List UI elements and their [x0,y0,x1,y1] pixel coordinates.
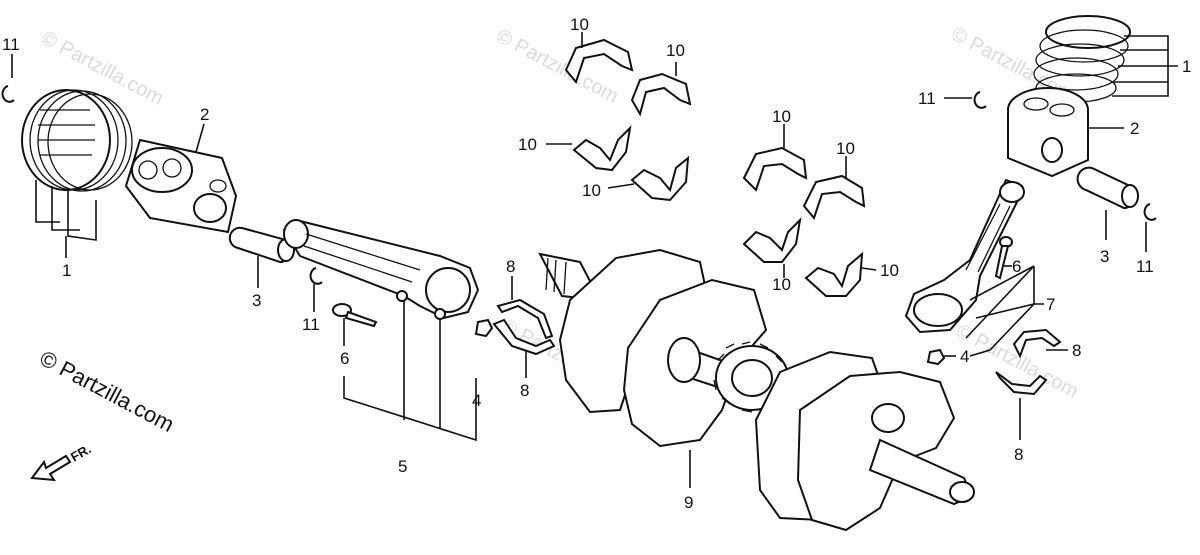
callout-6-right: 6 [1012,257,1021,276]
callout-8-b: 8 [520,381,529,400]
circlip-right-top [973,91,987,109]
callout-3-left: 3 [252,291,261,310]
watermark-main: © Partzilla.com [36,345,179,437]
callout-1-right: 1 [1182,57,1191,76]
rod-nut-right [926,348,946,366]
watermark-faint: © Partzilla.com [493,25,622,108]
callout-8-a: 8 [506,257,515,276]
callout-2-right: 2 [1130,119,1139,138]
connecting-rod-right [904,178,1025,334]
callout-10-c: 10 [518,135,537,154]
callout-11-d: 11 [1136,257,1154,276]
circlip-right-lower [1143,203,1157,221]
callout-11-a: 11 [2,35,20,54]
callout-8-d: 8 [1014,445,1023,464]
circlip-left-mid [309,267,323,285]
main-bearings-upper-group [564,38,692,202]
callout-11-b: 11 [302,315,320,334]
rod-bearing-left [492,298,556,356]
connecting-rod-left [282,218,480,320]
callout-8-c: 8 [1072,341,1081,360]
piston-right [1007,87,1089,178]
piston-rings-left [21,89,133,192]
callout-10-a: 10 [570,15,589,34]
callout-10-h: 10 [880,261,899,280]
callout-10-e: 10 [772,107,791,126]
callout-10-b: 10 [666,41,685,60]
front-direction-arrow: FR. [30,441,94,482]
callout-4-left: 4 [472,391,481,410]
callout-9: 9 [684,493,693,512]
piston-left [124,138,238,234]
callout-2-left: 2 [200,105,209,124]
rod-nut-left [474,318,494,338]
callout-5: 5 [398,457,407,476]
callout-1-left: 1 [62,261,71,280]
main-bearings-lower-group [742,146,866,297]
callout-11-c: 11 [918,89,936,108]
callout-6-left: 6 [340,349,349,368]
callout-10-d: 10 [582,181,601,200]
piston-pin-right [1076,166,1139,209]
callout-7: 7 [1046,295,1055,314]
rod-bearing-right [995,328,1062,396]
rod-bolt-left [332,303,378,328]
callout-10-f: 10 [836,139,855,158]
crankshaft [538,248,975,532]
circlip-left-top [1,85,15,103]
callout-3-right: 3 [1100,247,1109,266]
callout-10-g: 10 [772,275,791,294]
front-direction-label: FR. [68,441,94,464]
callout-4-right: 4 [960,347,969,366]
rod-bolt-right [994,236,1013,280]
